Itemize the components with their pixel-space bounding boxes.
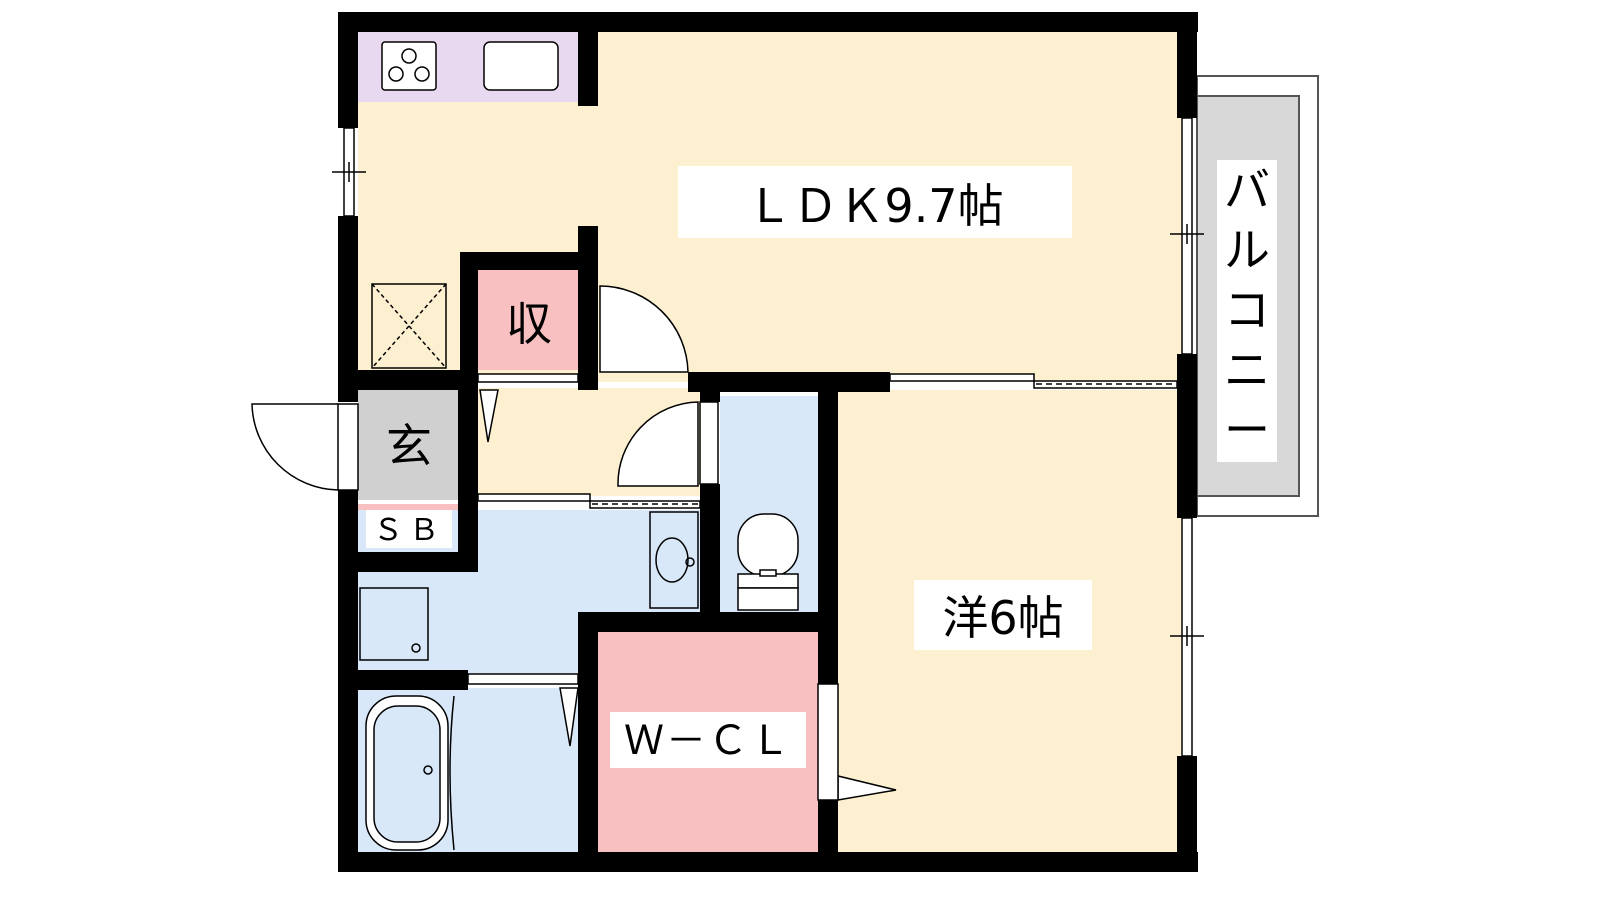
toilet-icon xyxy=(737,513,799,611)
shoebox-label-box xyxy=(366,510,452,548)
wall-left-upper xyxy=(338,12,358,128)
wall-toilet-right xyxy=(818,388,838,684)
wall-storage-right xyxy=(578,226,598,390)
shoebox-label: ＳＢ xyxy=(373,513,445,548)
toilet-door-leaf xyxy=(699,401,719,485)
sliding-door-wash-a xyxy=(477,493,591,502)
labels: ＬＤＫ9.7帖 洋6帖 収 玄 ＳＢ Ｗ－ＣＬ バ ル コ ニ ー xyxy=(366,163,1270,768)
swing-doors xyxy=(251,285,897,801)
balcony-label-char: コ xyxy=(1224,283,1270,337)
wall-kitchen-end xyxy=(578,30,598,106)
closet-label-box xyxy=(610,712,806,768)
western-label-box xyxy=(914,580,1092,650)
wall-right-bottom xyxy=(1177,756,1197,872)
entrance-door-leaf xyxy=(337,403,359,491)
balcony-label: バ ル コ ニ ー xyxy=(1224,163,1270,457)
wall-storage-left xyxy=(460,252,478,372)
wall-closet-left xyxy=(578,612,598,872)
balcony-label-char: ル xyxy=(1224,223,1270,277)
stove-icon xyxy=(381,41,437,91)
balcony-label-char: ー xyxy=(1224,403,1270,457)
western-door-leaf xyxy=(817,683,839,801)
sliding-door-western-a xyxy=(889,373,1035,382)
sliding-door-bath xyxy=(467,673,579,685)
windows xyxy=(332,117,1204,757)
wall-closet-top xyxy=(578,612,838,632)
western-room-label: 洋6帖 xyxy=(942,591,1063,645)
storage-label: 収 xyxy=(506,297,552,351)
fridge-space-icon xyxy=(371,283,447,369)
sliding-door-western-b xyxy=(1033,380,1178,389)
balcony-label-char: バ xyxy=(1224,163,1270,217)
kitchen-sink-icon xyxy=(483,41,559,91)
wall-bath-top xyxy=(338,670,468,690)
fixtures xyxy=(359,41,799,851)
storage-floor xyxy=(478,270,582,370)
balcony-label-box xyxy=(1217,160,1277,462)
entrance-label: 玄 xyxy=(386,419,432,473)
entrance-floor xyxy=(358,390,460,500)
walls xyxy=(338,12,1198,872)
wall-shoebox-bottom xyxy=(338,552,478,572)
washbasin-icon xyxy=(649,511,699,609)
bath-door-wedge xyxy=(559,687,579,747)
sliding-doors xyxy=(467,373,1178,685)
wall-toilet-left xyxy=(700,484,720,630)
bathtub-icon xyxy=(365,695,455,851)
closet-label: Ｗ－ＣＬ xyxy=(624,718,792,764)
wall-bottom xyxy=(338,852,1198,872)
wall-storage-top xyxy=(460,252,598,270)
wall-toilet-left-top xyxy=(700,388,720,402)
wall-left-mid xyxy=(338,216,358,402)
ldk-label-box xyxy=(678,166,1072,238)
wall-ldk-bottom-b xyxy=(688,372,890,392)
entrance-door-swing xyxy=(251,403,339,491)
ldk-door-swing xyxy=(599,285,689,373)
washing-machine-space-icon xyxy=(359,587,429,661)
hall-door-wedge xyxy=(479,389,499,443)
wall-top xyxy=(338,12,1198,32)
balcony xyxy=(1196,75,1319,517)
wall-western-left-lower xyxy=(818,800,838,872)
toilet-door-swing xyxy=(617,401,699,487)
sliding-door-ldk-hall xyxy=(477,373,579,383)
wall-right-mid xyxy=(1177,354,1197,518)
wall-entrance-right xyxy=(458,388,478,572)
wall-ldk-bottom-a xyxy=(338,370,478,390)
wall-right-top xyxy=(1177,12,1197,118)
ldk-label: ＬＤＫ9.7帖 xyxy=(746,179,1003,233)
balcony-label-char: ニ xyxy=(1224,343,1270,397)
